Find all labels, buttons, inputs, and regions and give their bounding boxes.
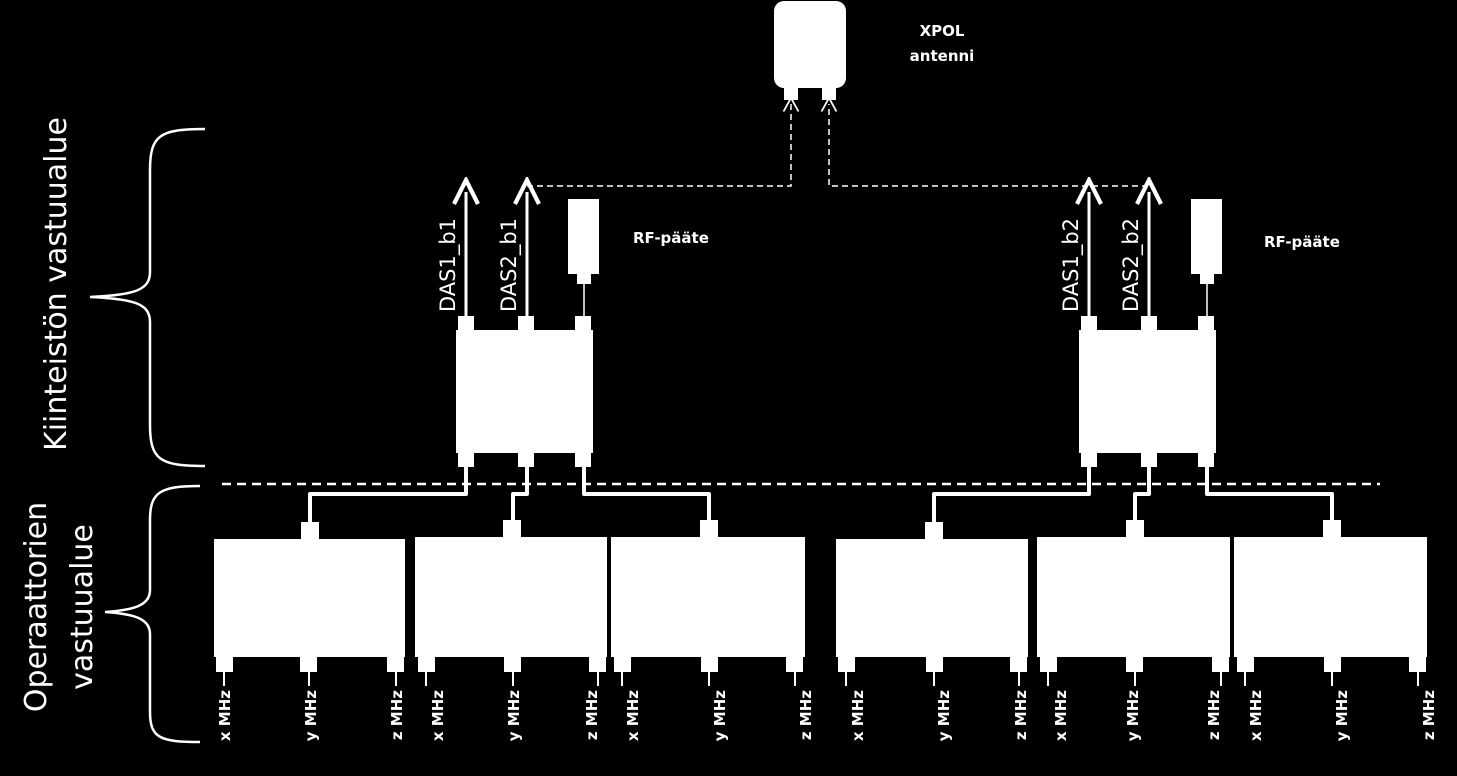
region-label-operators-line1: Operaattorien bbox=[19, 502, 54, 712]
freq-label-u6-x: x MHz bbox=[1247, 690, 1265, 741]
operator-unit-1 bbox=[214, 522, 405, 686]
freq-label-u4-y: y MHz bbox=[935, 690, 953, 741]
freq-label-u2-x: x MHz bbox=[429, 690, 447, 741]
freq-label-u5-y: y MHz bbox=[1124, 690, 1142, 741]
freq-label-u5-x: x MHz bbox=[1052, 690, 1070, 741]
combiner-1 bbox=[456, 316, 593, 467]
operator-unit-2 bbox=[415, 520, 607, 686]
combiner-2-terminator bbox=[1191, 199, 1222, 316]
operator-unit-3 bbox=[611, 520, 805, 686]
freq-label-u2-z: z MHz bbox=[583, 690, 601, 740]
freq-label-u2-y: y MHz bbox=[505, 690, 523, 741]
combiner-2-port-1-label: DAS1_b2 bbox=[1059, 218, 1084, 312]
antenna-label-line2: antenni bbox=[910, 47, 975, 65]
xpol-antenna bbox=[774, 1, 846, 100]
freq-label-u3-y: y MHz bbox=[711, 690, 729, 741]
combiner-2-port-2-label: DAS2_b2 bbox=[1119, 218, 1144, 312]
freq-label-u4-x: x MHz bbox=[849, 690, 867, 741]
freq-label-u3-x: x MHz bbox=[624, 690, 642, 741]
operator-feed-lines bbox=[308, 467, 1334, 524]
combiner-1-terminator-label: RF-pääte bbox=[633, 229, 709, 247]
antenna-feed-lines bbox=[527, 96, 1148, 187]
brace-property-area bbox=[89, 127, 206, 468]
freq-label-u4-z: z MHz bbox=[1012, 690, 1030, 740]
freq-label-u6-z: z MHz bbox=[1420, 690, 1438, 740]
combiner-2-terminator-label: RF-pääte bbox=[1264, 233, 1340, 251]
operator-unit-6 bbox=[1234, 520, 1427, 686]
freq-label-u1-z: z MHz bbox=[388, 690, 406, 740]
frequency-labels: x MHz y MHz z MHz x MHz y MHz z MHz x MH… bbox=[216, 690, 1438, 741]
combiner-1-port-1-label: DAS1_b1 bbox=[436, 218, 461, 312]
freq-label-u6-y: y MHz bbox=[1333, 690, 1351, 741]
operator-unit-5 bbox=[1037, 520, 1230, 686]
combiner-1-port-2-label: DAS2_b1 bbox=[497, 218, 522, 312]
region-label-operators-line2: vastuualue bbox=[65, 524, 100, 690]
region-label-property: Kiinteistön vastuualue bbox=[39, 117, 74, 451]
combiner-2 bbox=[1079, 316, 1216, 467]
freq-label-u1-y: y MHz bbox=[302, 690, 320, 741]
antenna-label-line1: XPOL bbox=[920, 22, 965, 40]
combiner-1-terminator bbox=[568, 199, 599, 316]
brace-operators-area bbox=[104, 484, 201, 744]
combiner-1-output-arrows bbox=[466, 192, 527, 316]
combiner-2-output-arrows bbox=[1089, 192, 1149, 316]
operator-unit-4 bbox=[836, 522, 1028, 686]
freq-label-u1-x: x MHz bbox=[216, 690, 234, 741]
freq-label-u5-z: z MHz bbox=[1205, 690, 1223, 740]
freq-label-u3-z: z MHz bbox=[797, 690, 815, 740]
